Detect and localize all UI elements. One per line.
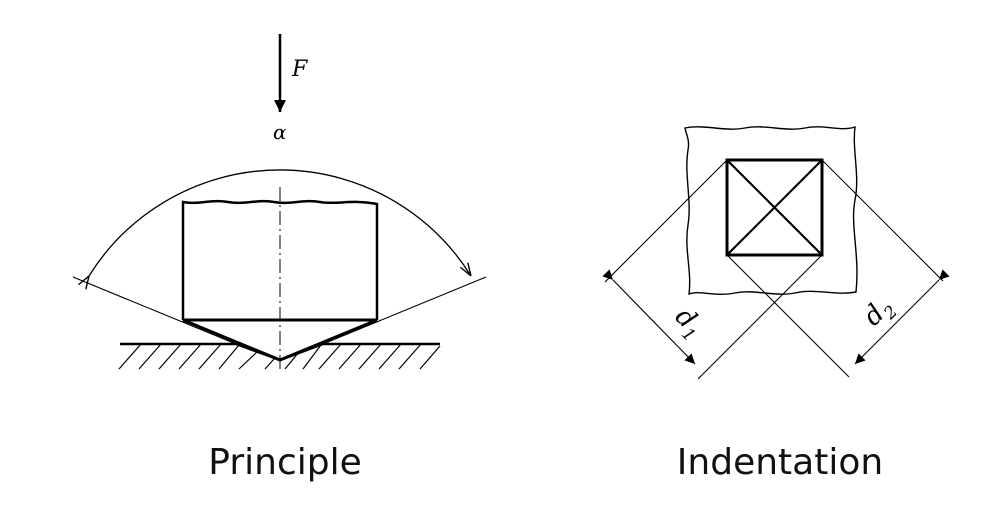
indentation-diagram: d1 d2 Indentation: [602, 125, 950, 483]
d2-dimension-line: [854, 269, 950, 365]
svg-text:d2: d2: [858, 291, 902, 335]
indentation-caption: Indentation: [677, 442, 883, 483]
angle-label: α: [273, 120, 287, 144]
angle-arc: [89, 169, 471, 276]
indentation-square: [725, 158, 824, 257]
extension-lines: [604, 159, 944, 380]
svg-text:d1: d1: [666, 302, 710, 346]
d1-label: d1: [666, 302, 710, 346]
force-label: F: [291, 57, 308, 82]
right-face-extension: [322, 276, 487, 345]
specimen-outline: [684, 125, 858, 296]
left-face-extension: [72, 276, 237, 345]
principle-caption: Principle: [208, 442, 362, 483]
specimen-surface: [120, 342, 440, 362]
indenter-body: [181, 199, 379, 320]
diagonal-2: [726, 159, 823, 256]
d2-label: d2: [858, 291, 902, 335]
d1-dimension-line: [602, 269, 696, 365]
specimen-hatching: [118, 343, 441, 370]
principle-diagram: F α: [72, 34, 487, 483]
